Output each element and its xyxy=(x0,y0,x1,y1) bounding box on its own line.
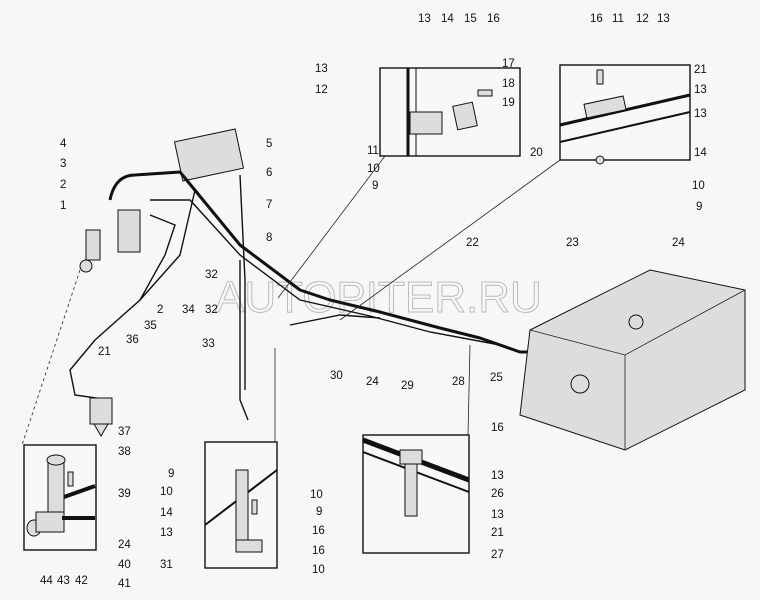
callout-5: 5 xyxy=(266,138,272,150)
callout-26: 26 xyxy=(491,488,504,500)
callout-10: 10 xyxy=(160,486,173,498)
callout-10: 10 xyxy=(692,180,705,192)
sediment-bowl xyxy=(89,397,113,437)
callout-9: 9 xyxy=(696,201,702,213)
fuel-filter xyxy=(79,209,141,273)
callout-12: 12 xyxy=(636,13,649,25)
callout-9: 9 xyxy=(316,506,322,518)
callout-31: 31 xyxy=(160,559,173,571)
callout-32: 32 xyxy=(205,304,218,316)
callout-42: 42 xyxy=(75,575,88,587)
callout-43: 43 xyxy=(57,575,70,587)
callout-11: 11 xyxy=(612,13,624,25)
callout-13: 13 xyxy=(491,509,504,521)
callout-40: 40 xyxy=(118,559,131,571)
callout-10: 10 xyxy=(310,489,323,501)
callout-2: 2 xyxy=(157,304,163,316)
callout-13: 13 xyxy=(491,470,504,482)
fuel-pump-box xyxy=(173,128,245,182)
callout-21: 21 xyxy=(694,64,707,76)
callout-36: 36 xyxy=(126,334,139,346)
fuel-tank xyxy=(519,269,746,451)
callout-19: 19 xyxy=(502,97,515,109)
callout-24: 24 xyxy=(118,539,131,551)
callout-13: 13 xyxy=(160,527,173,539)
callout-11: 11 xyxy=(367,145,379,157)
callout-10: 10 xyxy=(312,564,325,576)
inset-bottom-right xyxy=(362,434,470,554)
callout-16: 16 xyxy=(312,525,325,537)
callout-16: 16 xyxy=(487,13,500,25)
inset-pointer xyxy=(21,269,81,446)
callout-9: 9 xyxy=(372,180,378,192)
callout-21: 21 xyxy=(491,527,504,539)
callout-12: 12 xyxy=(315,84,328,96)
callout-29: 29 xyxy=(401,380,414,392)
callout-3: 3 xyxy=(60,158,66,170)
callout-20: 20 xyxy=(530,147,543,159)
callout-8: 8 xyxy=(266,232,272,244)
callout-34: 34 xyxy=(182,304,195,316)
callout-13: 13 xyxy=(694,108,707,120)
callout-16: 16 xyxy=(312,545,325,557)
callout-18: 18 xyxy=(502,78,515,90)
callout-39: 39 xyxy=(118,488,131,500)
callout-23: 23 xyxy=(566,237,579,249)
callout-32: 32 xyxy=(205,269,218,281)
callout-28: 28 xyxy=(452,376,465,388)
pipes xyxy=(69,170,631,421)
callout-25: 25 xyxy=(490,372,503,384)
inset-bottom-middle xyxy=(204,441,278,569)
callout-30: 30 xyxy=(330,370,343,382)
callout-13: 13 xyxy=(418,13,431,25)
callout-7: 7 xyxy=(266,199,272,211)
callout-35: 35 xyxy=(144,320,157,332)
inset-bottom-left xyxy=(23,444,97,551)
callout-2: 2 xyxy=(60,179,66,191)
callout-13: 13 xyxy=(694,84,707,96)
callout-1: 1 xyxy=(60,200,66,212)
callout-37: 37 xyxy=(118,426,131,438)
callout-22: 22 xyxy=(466,237,479,249)
callout-15: 15 xyxy=(464,13,477,25)
callout-27: 27 xyxy=(491,549,504,561)
callout-9: 9 xyxy=(168,468,174,480)
callout-44: 44 xyxy=(40,575,53,587)
callout-14: 14 xyxy=(160,507,173,519)
callout-38: 38 xyxy=(118,446,131,458)
callout-16: 16 xyxy=(590,13,603,25)
inset-top-right xyxy=(559,64,691,165)
callout-24: 24 xyxy=(672,237,685,249)
watermark: AUTOPITER.RU xyxy=(215,273,542,322)
callout-14: 14 xyxy=(441,13,454,25)
callout-41: 41 xyxy=(118,578,131,590)
callout-6: 6 xyxy=(266,167,272,179)
callout-4: 4 xyxy=(60,138,67,150)
callout-13: 13 xyxy=(315,63,328,75)
callout-17: 17 xyxy=(502,58,515,70)
callout-14: 14 xyxy=(694,147,707,159)
callout-24: 24 xyxy=(366,376,379,388)
callout-13: 13 xyxy=(657,13,670,25)
callout-10: 10 xyxy=(367,163,380,175)
callout-33: 33 xyxy=(202,338,215,350)
callout-21: 21 xyxy=(98,346,111,358)
callout-16: 16 xyxy=(491,422,504,434)
inset-top-middle xyxy=(379,67,521,157)
inset-pointers xyxy=(274,155,561,442)
